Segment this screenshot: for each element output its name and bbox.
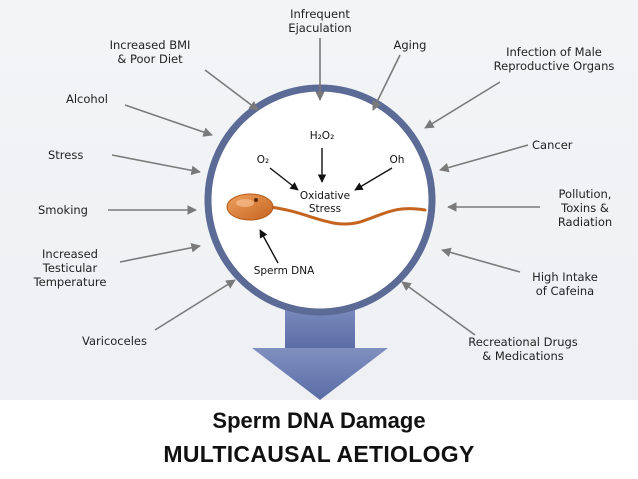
label-oxidative-stress: Oxidative Stress: [299, 190, 351, 215]
label-testicular-temp: Increased Testicular Temperature: [33, 247, 107, 289]
arrow-varicoceles: [154, 279, 236, 331]
cause-arrows: [108, 38, 540, 336]
label-caffeine: High Intake of Cafeina: [532, 270, 598, 298]
label-increased-bmi: Increased BMI & Poor Diet: [109, 38, 191, 66]
arrow-o2: [269, 167, 299, 191]
label-smoking: Smoking: [38, 203, 88, 217]
arrow-cancer: [439, 144, 529, 173]
caption-subtitle: MULTICAUSAL AETIOLOGY: [163, 441, 475, 467]
label-aging: Aging: [393, 38, 427, 52]
arrow-aging: [372, 54, 401, 111]
label-alcohol: Alcohol: [66, 92, 108, 106]
label-stress: Stress: [48, 148, 84, 162]
label-h2o2: H₂O₂: [309, 130, 335, 142]
inner-arrows: [259, 148, 393, 264]
label-infection: Infection of Male Reproductive Organs: [493, 45, 615, 73]
diagram-svg: [108, 38, 540, 400]
arrow-testicular-temp: [119, 242, 201, 263]
arrow-infection: [424, 81, 501, 129]
arrow-stress: [111, 154, 201, 176]
arrow-caffeine: [441, 247, 521, 273]
label-oh: Oh: [389, 154, 405, 166]
label-pollution: Pollution, Toxins & Radiation: [557, 187, 613, 229]
arrow-alcohol: [124, 104, 213, 137]
label-cancer: Cancer: [532, 138, 573, 152]
arrow-sperm-dna: [259, 229, 279, 264]
label-o2: O₂: [256, 154, 270, 166]
label-drugs: Recreational Drugs & Medications: [468, 335, 578, 363]
arrow-increased-bmi: [204, 69, 259, 111]
arrow-oh: [354, 167, 393, 191]
diagram-area: Infrequent Ejaculation Increased BMI & P…: [0, 0, 638, 400]
caption-title: Sperm DNA Damage: [212, 408, 426, 433]
arrow-drugs: [401, 281, 476, 336]
label-infrequent-ejaculation: Infrequent Ejaculation: [288, 7, 352, 35]
label-sperm-dna: Sperm DNA: [253, 265, 315, 277]
label-varicoceles: Varicoceles: [82, 334, 147, 348]
sperm-cell: [226, 193, 427, 226]
